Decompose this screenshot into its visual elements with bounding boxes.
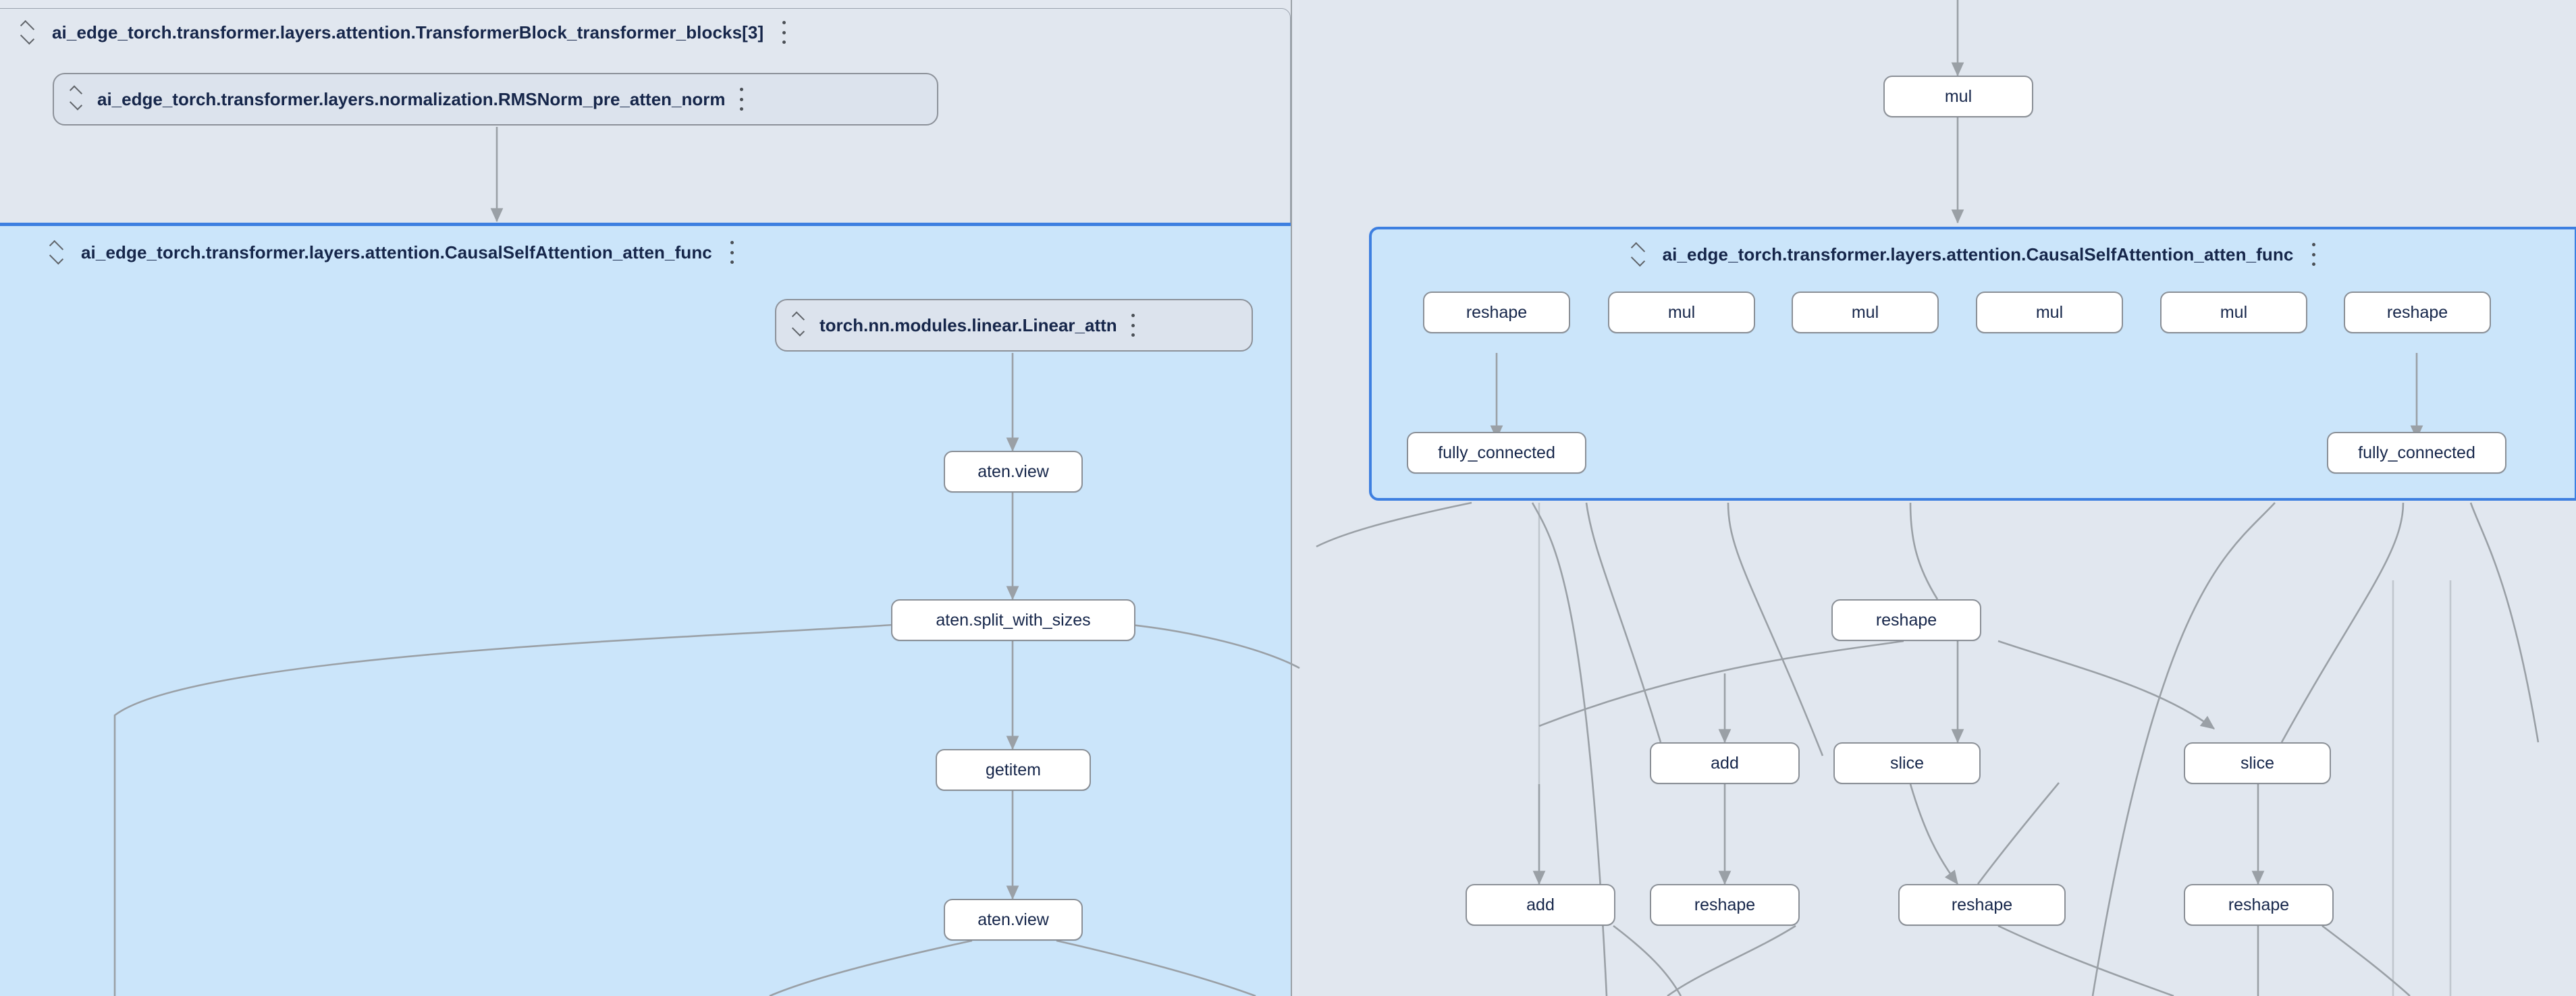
node-slice-2[interactable]: slice [2184,742,2331,784]
node-mul-1[interactable]: mul [1608,292,1755,333]
node-label: mul [2220,302,2248,322]
kebab-menu-icon[interactable] [739,88,745,111]
kebab-menu-icon[interactable] [2311,243,2316,266]
group-atten-func-left-header[interactable]: ai_edge_torch.transformer.layers.attenti… [0,226,1291,279]
node-label: mul [1851,302,1879,322]
node-label: add [1711,753,1739,773]
node-slice-1[interactable]: slice [1833,742,1981,784]
node-label: fully_connected [2358,443,2475,462]
node-label: aten.view [977,462,1049,481]
node-mul-4[interactable]: mul [2160,292,2307,333]
node-label: aten.view [977,910,1049,929]
panel-divider [1291,0,1292,996]
node-aten-view-1[interactable]: aten.view [944,451,1083,493]
group-transformer-block-title: ai_edge_torch.transformer.layers.attenti… [52,22,764,43]
node-fully-connected-1[interactable]: fully_connected [1407,432,1586,474]
kebab-menu-icon[interactable] [781,21,786,44]
node-aten-view-2[interactable]: aten.view [944,899,1083,941]
node-label: getitem [986,760,1041,779]
node-reshape-2[interactable]: reshape [1898,884,2066,926]
node-mul-top[interactable]: mul [1883,76,2033,117]
node-label: reshape [1694,895,1756,914]
expand-chevrons-icon[interactable] [791,313,806,337]
node-label: mul [1667,302,1696,322]
kebab-menu-icon[interactable] [1131,314,1136,337]
node-label: aten.split_with_sizes [936,610,1091,630]
node-reshape-top[interactable]: reshape [1831,599,1981,641]
node-reshape-3[interactable]: reshape [2184,884,2334,926]
module-pill-linear-attn[interactable]: torch.nn.modules.linear.Linear_attn [775,299,1253,352]
node-add-1[interactable]: add [1650,742,1800,784]
node-add-2[interactable]: add [1466,884,1615,926]
group-atten-func-right-header[interactable]: ai_edge_torch.transformer.layers.attenti… [1372,229,2575,279]
node-label: mul [1944,86,1973,106]
node-label: slice [1889,753,1924,773]
node-reshape-b[interactable]: reshape [2344,292,2491,333]
expand-chevrons-icon[interactable] [69,87,84,111]
node-fully-connected-2[interactable]: fully_connected [2327,432,2506,474]
node-label: reshape [1875,610,1937,630]
collapse-chevrons-icon[interactable] [49,241,63,264]
node-label: mul [2035,302,2064,322]
group-transformer-block-header[interactable]: ai_edge_torch.transformer.layers.attenti… [0,9,1290,56]
node-label: add [1526,895,1555,914]
node-getitem[interactable]: getitem [936,749,1091,791]
kebab-menu-icon[interactable] [730,241,735,264]
node-aten-split-with-sizes[interactable]: aten.split_with_sizes [891,599,1135,641]
node-reshape-a[interactable]: reshape [1423,292,1570,333]
node-label: reshape [2386,302,2448,322]
group-atten-func-left-title: ai_edge_torch.transformer.layers.attenti… [81,242,712,262]
node-label: reshape [1466,302,1528,322]
node-mul-2[interactable]: mul [1792,292,1939,333]
module-pill-linear-attn-label: torch.nn.modules.linear.Linear_attn [820,314,1117,335]
node-label: reshape [1951,895,2013,914]
node-label: slice [2240,753,2274,773]
collapse-chevrons-icon[interactable] [20,21,34,44]
node-label: reshape [2228,895,2290,914]
module-pill-pre-atten-norm[interactable]: ai_edge_torch.transformer.layers.normali… [53,73,938,126]
node-mul-3[interactable]: mul [1976,292,2123,333]
collapse-chevrons-icon[interactable] [1630,243,1645,266]
group-atten-func-right-title: ai_edge_torch.transformer.layers.attenti… [1662,244,2294,265]
module-pill-pre-atten-norm-label: ai_edge_torch.transformer.layers.normali… [97,88,726,109]
node-reshape-1[interactable]: reshape [1650,884,1800,926]
node-label: fully_connected [1438,443,1555,462]
